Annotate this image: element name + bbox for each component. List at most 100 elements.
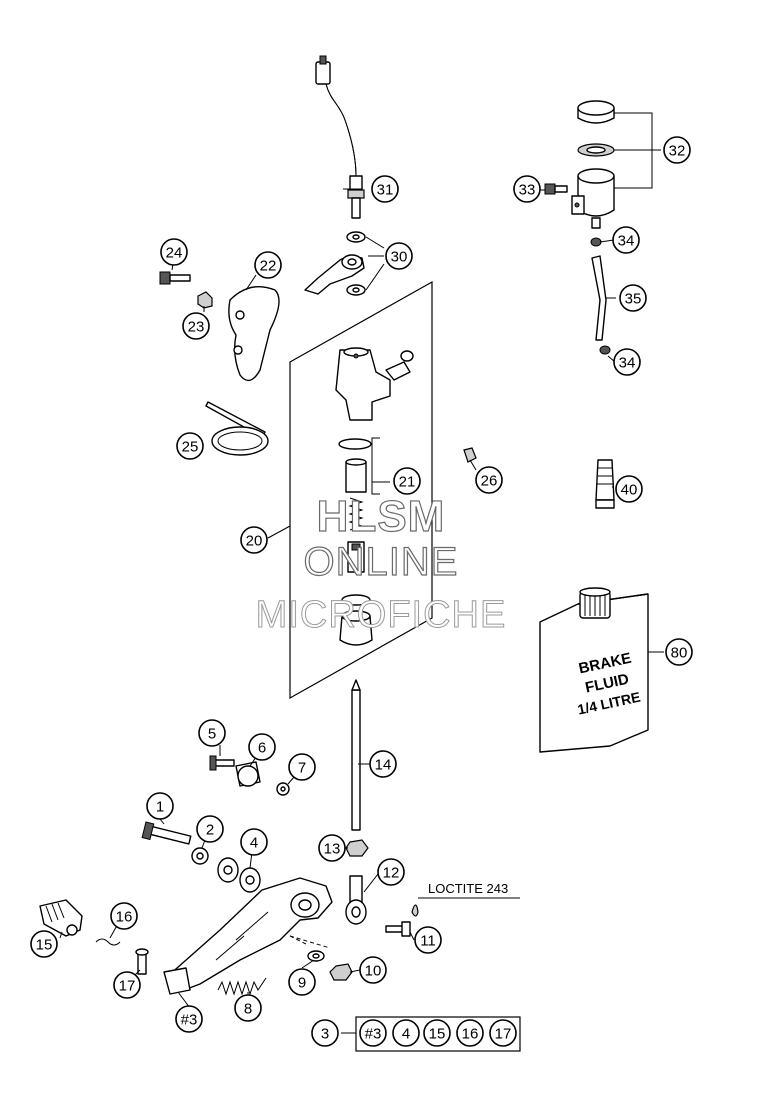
callout-3-label: 3 xyxy=(321,1026,329,1043)
pedal-tip-parts xyxy=(39,899,149,975)
callout-31: 31 xyxy=(371,175,399,203)
callout-2-label: 2 xyxy=(206,822,214,839)
callout-3: 3 xyxy=(311,1019,339,1047)
callout-8: 8 xyxy=(234,994,262,1022)
callout-10: 10 xyxy=(359,956,387,984)
callout-4: 4 xyxy=(240,828,268,856)
callout-23: 23 xyxy=(182,312,210,340)
callout-34b-label: 34 xyxy=(619,355,636,372)
brake-light-switch xyxy=(315,55,365,219)
kit-item-2: 15 xyxy=(423,1019,451,1047)
callout-7-label: 7 xyxy=(298,760,306,777)
callout-8-label: 8 xyxy=(244,1001,252,1018)
callout-34a-label: 34 xyxy=(618,233,635,250)
callout-14: 14 xyxy=(369,750,397,778)
reservoir-hose xyxy=(590,237,611,355)
clevis-parts xyxy=(345,839,369,925)
heel-guard-parts xyxy=(159,271,280,382)
callout-5: 5 xyxy=(198,719,226,747)
callout-34a: 34 xyxy=(612,226,640,254)
fluid-reservoir xyxy=(544,100,615,229)
callout-16-label: 16 xyxy=(116,909,133,926)
callout-6-label: 6 xyxy=(258,740,266,757)
callout-25-label: 25 xyxy=(182,439,199,456)
kit-item-0: #3 xyxy=(359,1019,387,1047)
callout-80-label: 80 xyxy=(671,645,688,662)
callout-h3: #3 xyxy=(175,1005,203,1033)
callout-17: 17 xyxy=(113,971,141,999)
callout-14-label: 14 xyxy=(375,757,392,774)
master-cylinder-kit xyxy=(289,280,433,700)
kit-item-3-label: 16 xyxy=(462,1026,479,1043)
kit-item-2-label: 15 xyxy=(429,1026,446,1043)
kit-item-1-label: 4 xyxy=(402,1026,410,1043)
callout-11-label: 11 xyxy=(420,933,436,950)
callout-9: 9 xyxy=(288,968,316,996)
washer-nut xyxy=(307,950,353,981)
callout-35: 35 xyxy=(619,284,647,312)
callout-23-label: 23 xyxy=(188,319,205,336)
kit-item-0-label: #3 xyxy=(365,1026,382,1043)
pivot-parts xyxy=(209,755,290,796)
callout-34b: 34 xyxy=(613,348,641,376)
callout-17-label: 17 xyxy=(119,978,136,995)
callout-13: 13 xyxy=(318,834,346,862)
callout-80: 80 xyxy=(665,638,693,666)
callout-9-label: 9 xyxy=(298,975,306,992)
callout-1-label: 1 xyxy=(156,799,164,816)
bolt-11 xyxy=(385,921,411,937)
bleeder-cap xyxy=(595,459,615,509)
callout-13-label: 13 xyxy=(324,841,341,858)
cable-tie xyxy=(205,401,269,456)
callout-26: 26 xyxy=(475,466,503,494)
clip-part xyxy=(463,447,477,463)
callout-11: 11 xyxy=(414,926,442,954)
callout-20-label: 20 xyxy=(246,533,263,550)
callout-32-label: 32 xyxy=(669,143,686,160)
loctite-drop xyxy=(411,904,419,917)
callout-2: 2 xyxy=(196,815,224,843)
callout-5-label: 5 xyxy=(208,726,216,743)
callout-31-label: 31 xyxy=(377,182,394,199)
callout-21: 21 xyxy=(393,467,421,495)
kit-item-4: 17 xyxy=(489,1019,517,1047)
callout-40: 40 xyxy=(615,475,643,503)
callout-35-label: 35 xyxy=(625,291,642,308)
callout-15: 15 xyxy=(30,930,58,958)
kit-item-4-label: 17 xyxy=(495,1026,512,1043)
kit-item-1: 4 xyxy=(392,1019,420,1047)
banjo-fitting xyxy=(304,231,366,296)
callout-33: 33 xyxy=(513,175,541,203)
callout-32: 32 xyxy=(663,136,691,164)
callout-25: 25 xyxy=(176,432,204,460)
callout-7: 7 xyxy=(288,753,316,781)
loctite-annotation: LOCTITE 243 xyxy=(428,881,508,896)
callout-16: 16 xyxy=(110,902,138,930)
callout-12: 12 xyxy=(377,858,405,886)
callout-24-label: 24 xyxy=(166,245,183,262)
brake-pedal xyxy=(163,877,333,995)
callout-26-label: 26 xyxy=(481,473,498,490)
callout-6: 6 xyxy=(248,733,276,761)
kit-item-3: 16 xyxy=(456,1019,484,1047)
callout-4-label: 4 xyxy=(250,835,258,852)
callout-15-label: 15 xyxy=(36,937,53,954)
callout-markers: 1234567891011121314151617202122232425263… xyxy=(30,136,693,1047)
brake-fluid-container: BRAKE FLUID 1/4 LITRE xyxy=(539,587,649,753)
callout-20: 20 xyxy=(240,526,268,554)
push-rod xyxy=(351,679,361,831)
callout-24: 24 xyxy=(160,238,188,266)
callout-1: 1 xyxy=(146,792,174,820)
callout-22-label: 22 xyxy=(260,258,277,275)
callout-22: 22 xyxy=(254,251,282,279)
callout-21-label: 21 xyxy=(399,474,416,491)
pedal-pivot-parts xyxy=(141,821,261,893)
callout-10-label: 10 xyxy=(365,963,382,980)
leader-lines xyxy=(59,112,664,1052)
callout-33-label: 33 xyxy=(519,182,536,199)
return-spring xyxy=(217,977,267,996)
callout-h3-label: #3 xyxy=(181,1012,198,1029)
callout-30-label: 30 xyxy=(391,249,408,266)
callout-12-label: 12 xyxy=(383,865,400,882)
